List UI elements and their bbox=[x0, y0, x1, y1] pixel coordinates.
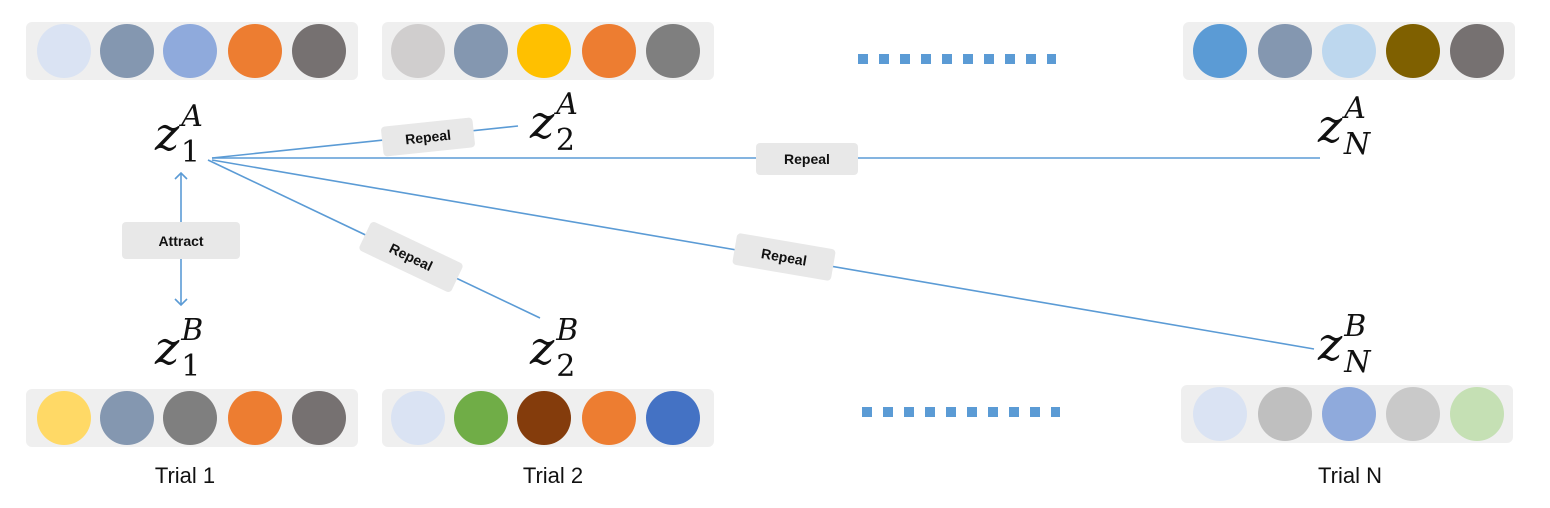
circle bbox=[391, 391, 445, 445]
circle bbox=[646, 24, 700, 78]
circle bbox=[1258, 387, 1312, 441]
circles-top-trial2 bbox=[391, 24, 700, 78]
label-repeal-zNB: Repeal bbox=[732, 233, 836, 281]
circle bbox=[100, 24, 154, 78]
circle bbox=[1450, 24, 1504, 78]
circle bbox=[582, 24, 636, 78]
circle bbox=[1322, 24, 1376, 78]
label-repeal-z2A: Repeal bbox=[381, 117, 475, 157]
circle bbox=[1386, 387, 1440, 441]
circles-top-trial1 bbox=[37, 24, 346, 78]
circle bbox=[454, 391, 508, 445]
circles-bottom-trial2 bbox=[391, 391, 700, 445]
label-repeal-z2A-text: Repeal bbox=[404, 127, 451, 148]
circle bbox=[228, 24, 282, 78]
label-repeal-zNA: Repeal bbox=[756, 143, 858, 175]
circle bbox=[1450, 387, 1504, 441]
circle bbox=[292, 391, 346, 445]
circle bbox=[100, 391, 154, 445]
circles-bottom-trial1 bbox=[37, 391, 346, 445]
circle bbox=[1193, 24, 1247, 78]
label-repeal-zNA-text: Repeal bbox=[784, 151, 830, 167]
circle bbox=[163, 24, 217, 78]
circles-top-trialN bbox=[1193, 24, 1504, 78]
trial-label-N: Trial N bbox=[1318, 463, 1382, 488]
label-attract: Attract bbox=[122, 222, 240, 259]
circle bbox=[391, 24, 445, 78]
label-repeal-zNB-text: Repeal bbox=[760, 245, 808, 269]
circle bbox=[1193, 387, 1247, 441]
circles-bottom-trialN bbox=[1193, 387, 1504, 441]
circle bbox=[1258, 24, 1312, 78]
circle bbox=[454, 24, 508, 78]
circle bbox=[646, 391, 700, 445]
circle bbox=[1322, 387, 1376, 441]
circle bbox=[37, 391, 91, 445]
label-attract-text: Attract bbox=[158, 233, 203, 249]
trial-label-2: Trial 2 bbox=[523, 463, 583, 488]
circle bbox=[582, 391, 636, 445]
circle bbox=[163, 391, 217, 445]
circle bbox=[517, 391, 571, 445]
circle bbox=[1386, 24, 1440, 78]
circle bbox=[517, 24, 571, 78]
label-repeal-z2B: Repeal bbox=[359, 222, 463, 292]
circle bbox=[228, 391, 282, 445]
circle bbox=[292, 24, 346, 78]
trial-label-1: Trial 1 bbox=[155, 463, 215, 488]
circle bbox=[37, 24, 91, 78]
